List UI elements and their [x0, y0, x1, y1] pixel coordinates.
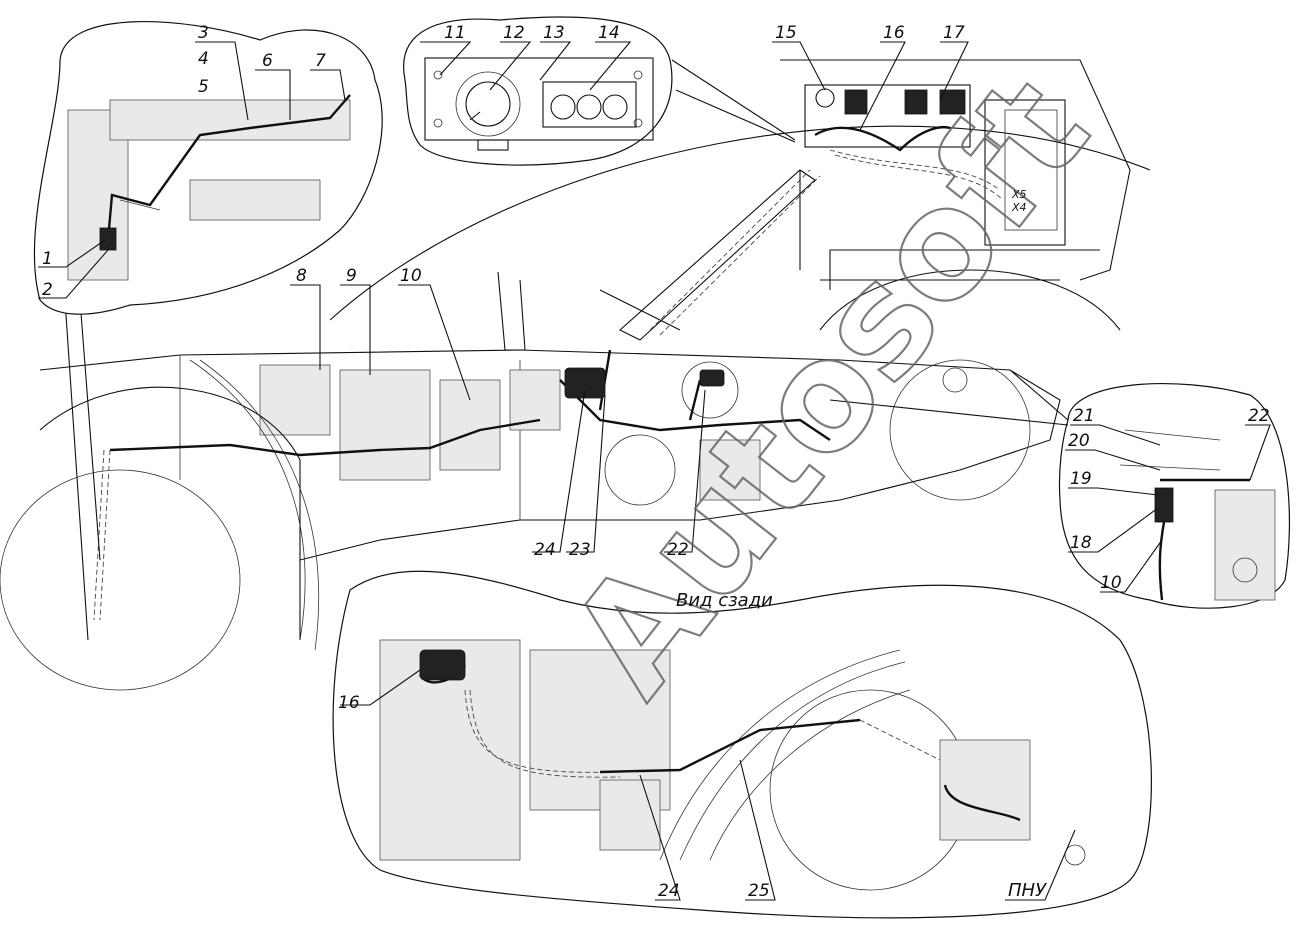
label-21: 21 [1073, 406, 1095, 426]
detail-b-bubble [403, 16, 796, 166]
label-10: 10 [400, 266, 422, 286]
label-15: 15 [775, 23, 797, 43]
label-12: 12 [503, 23, 525, 43]
label-1: 1 [42, 249, 53, 269]
label-4: 4 [198, 49, 209, 69]
label-24: 24 [534, 540, 556, 560]
connector-x5: X5 [1011, 188, 1027, 201]
label-19: 19 [1070, 469, 1092, 489]
label-18: 18 [1070, 533, 1092, 553]
label-20: 20 [1068, 431, 1090, 451]
label-13: 13 [543, 23, 565, 43]
detail-d-bubble [829, 369, 1291, 609]
label-3: 3 [198, 23, 209, 43]
connector-x4: X4 [1011, 201, 1027, 214]
label-8: 8 [296, 266, 307, 286]
label-22-detail: 22 [1248, 406, 1270, 426]
rear-view-bubble [332, 570, 1152, 919]
label-10-detail: 10 [1100, 573, 1122, 593]
caption-pnu: ПНУ [1008, 880, 1047, 901]
label-24-rear: 24 [658, 881, 680, 901]
label-7: 7 [315, 51, 326, 71]
detail-c-bubble [780, 59, 1131, 281]
label-17: 17 [943, 23, 965, 43]
label-14: 14 [598, 23, 620, 43]
label-11: 11 [444, 23, 466, 43]
callout-labels: 3 4 5 6 7 1 2 8 9 10 11 12 13 14 15 16 1… [42, 23, 1270, 901]
label-16: 16 [883, 23, 905, 43]
label-23: 23 [569, 540, 591, 560]
label-6: 6 [262, 51, 273, 71]
label-5: 5 [198, 77, 209, 97]
label-16-rear: 16 [338, 693, 360, 713]
label-9: 9 [346, 266, 357, 286]
main-tractor-view [0, 125, 1151, 691]
caption-rear-view: Вид сзади [676, 590, 773, 611]
label-25: 25 [748, 881, 770, 901]
label-22: 22 [667, 540, 689, 560]
label-2: 2 [42, 280, 53, 300]
leader-lines [38, 41, 1271, 901]
detail-a-bubble [33, 21, 383, 315]
